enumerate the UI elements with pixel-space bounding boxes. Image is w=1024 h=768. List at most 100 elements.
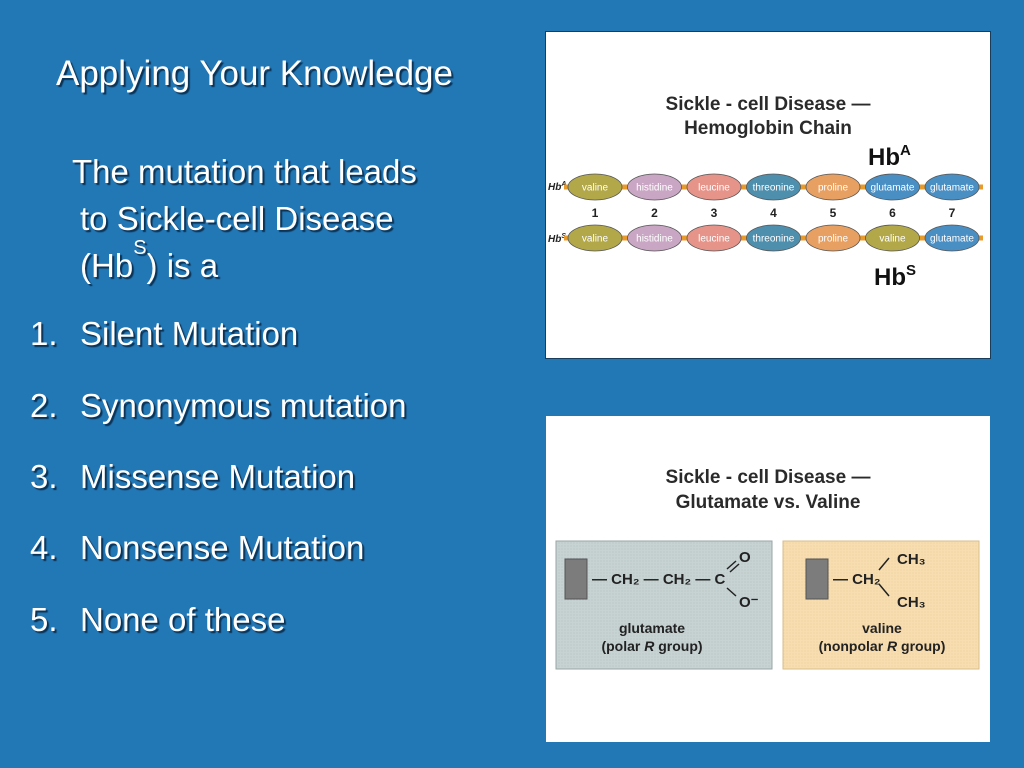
slide-title: Applying Your Knowledge — [56, 54, 453, 93]
amino-acid-bead-leucine — [686, 224, 742, 252]
valine-name: valine — [862, 620, 902, 636]
option-label: Nonsense Mutation — [80, 529, 365, 566]
position-number: 5 — [830, 206, 837, 220]
row-s-prefix: Hb — [548, 234, 561, 245]
question-line-1: The mutation that leads — [72, 153, 417, 190]
question-hb-prefix: (Hb — [80, 247, 134, 284]
hbs-amino-acid-chain: valine histidine leucine threonine proline va… — [564, 224, 983, 252]
amino-acid-label: valine — [582, 183, 609, 194]
amino-acid-bead-valine — [865, 224, 920, 252]
valine-backbone-block — [805, 558, 829, 600]
option-number: 2. — [30, 387, 58, 424]
hba-amino-acid-chain: valine histidine leucine threonine proline gl… — [564, 173, 983, 201]
hemoglobin-chain-svg: Sickle - cell Disease — Hemoglobin Chain… — [548, 94, 983, 291]
row-a-sup: A — [560, 181, 566, 188]
hba-label-text: Hb — [868, 144, 900, 171]
position-number: 1 — [592, 206, 599, 220]
glutamate-o-top: O — [739, 549, 751, 566]
hba-label: HbA — [868, 142, 911, 171]
glutamate-group-prefix: (polar — [601, 638, 644, 654]
position-number: 4 — [770, 206, 777, 220]
hbs-label-sup: S — [906, 262, 916, 279]
row-s-sup: S — [561, 233, 566, 240]
amino-acid-bead-proline — [805, 224, 861, 252]
glutamate-name: glutamate — [619, 620, 685, 636]
valine-group-prefix: (nonpolar — [819, 638, 887, 654]
valine-bond-top — [878, 557, 890, 571]
amino-acid-bead-valine — [567, 224, 623, 252]
glutamate-backbone-block — [564, 558, 588, 600]
glutamate-group-label: (polar R group) — [601, 638, 702, 654]
amino-acid-label: glutamate — [930, 183, 974, 194]
hbs-label-text: Hb — [874, 264, 906, 291]
glutamate-valine-title-line-1: Sickle - cell Disease — — [666, 467, 871, 488]
hemoglobin-title-line-1: Sickle - cell Disease — — [666, 94, 871, 115]
valine-group-suffix: group) — [897, 638, 945, 654]
question-text: The mutation that leads to Sickle-cell D… — [72, 148, 520, 289]
valine-group-label: (nonpolar R group) — [819, 638, 946, 654]
amino-acid-label: glutamate — [871, 183, 915, 194]
amino-acid-label: histidine — [636, 183, 673, 194]
glutamate-double-bond-1 — [726, 560, 737, 570]
glutamate-formula: — CH₂ — CH₂ — C — [592, 571, 725, 588]
amino-acid-bead-glutamate — [865, 173, 920, 201]
option-label: None of these — [80, 601, 286, 638]
amino-acid-bead-valine — [567, 173, 623, 201]
amino-acid-bead-threonine — [746, 173, 801, 201]
glutamate-group-suffix: group) — [654, 638, 702, 654]
hemoglobin-title-line-2: Hemoglobin Chain — [684, 118, 852, 139]
amino-acid-label: valine — [879, 234, 906, 245]
row-s-label: HbS — [548, 233, 566, 245]
row-a-prefix: Hb — [548, 182, 561, 193]
glutamate-group-r: R — [644, 638, 655, 654]
valine-formula: — CH₂ — [833, 571, 881, 588]
position-number: 3 — [711, 206, 718, 220]
position-number: 6 — [889, 206, 896, 220]
position-number: 7 — [949, 206, 956, 220]
amino-acid-bead-glutamate — [924, 173, 980, 201]
amino-acid-bead-threonine — [746, 224, 801, 252]
amino-acid-label: leucine — [698, 234, 730, 245]
amino-acid-label: threonine — [753, 234, 795, 245]
option-number: 5. — [30, 601, 58, 638]
amino-acid-bead-leucine — [686, 173, 742, 201]
valine-group-r: R — [887, 638, 898, 654]
option-label: Synonymous mutation — [80, 387, 407, 424]
amino-acid-label: proline — [818, 234, 848, 245]
option-number: 3. — [30, 458, 58, 495]
question-line-2: to Sickle-cell Disease — [80, 200, 394, 237]
amino-acid-label: histidine — [636, 234, 673, 245]
amino-acid-bead-histidine — [627, 173, 682, 201]
valine-ch3-bottom: CH₃ — [897, 594, 926, 611]
answer-option-2[interactable]: 2. Synonymous mutation — [30, 386, 407, 426]
question-line-3: (HbS) is a — [80, 238, 520, 289]
amino-acid-label: threonine — [753, 183, 795, 194]
answer-option-3[interactable]: 3.Missense Mutation — [30, 457, 355, 497]
glutamate-o-bottom: O⁻ — [739, 594, 759, 611]
amino-acid-label: proline — [818, 183, 848, 194]
position-number: 2 — [651, 206, 658, 220]
glutamate-box — [555, 540, 773, 670]
answer-option-4[interactable]: 4. Nonsense Mutation — [30, 528, 364, 568]
position-numbers: 1 2 3 4 5 6 7 — [592, 206, 956, 220]
glutamate-valine-title-line-2: Glutamate vs. Valine — [676, 492, 861, 513]
option-number: 4. — [30, 529, 58, 566]
amino-acid-label: glutamate — [930, 234, 974, 245]
row-a-label: HbA — [548, 181, 566, 193]
amino-acid-bead-glutamate — [924, 224, 980, 252]
question-line-3-suffix: ) is a — [146, 247, 219, 284]
valine-ch3-top: CH₃ — [897, 551, 926, 568]
hemoglobin-chain-figure: Sickle - cell Disease — Hemoglobin Chain… — [545, 31, 991, 359]
amino-acid-bead-proline — [805, 173, 861, 201]
glutamate-valine-figure: Sickle - cell Disease — Glutamate vs. Va… — [546, 416, 990, 742]
amino-acid-bead-histidine — [627, 224, 682, 252]
glutamate-valine-svg: Sickle - cell Disease — Glutamate vs. Va… — [555, 467, 980, 670]
hba-label-sup: A — [900, 142, 911, 159]
answer-option-1[interactable]: 1.Silent Mutation — [30, 314, 298, 354]
amino-acid-label: valine — [582, 234, 609, 245]
option-number: 1. — [30, 315, 58, 352]
hbs-label: HbS — [874, 262, 916, 291]
glutamate-single-bond — [726, 587, 737, 597]
amino-acid-label: leucine — [698, 183, 730, 194]
answer-option-5[interactable]: 5. None of these — [30, 600, 285, 640]
